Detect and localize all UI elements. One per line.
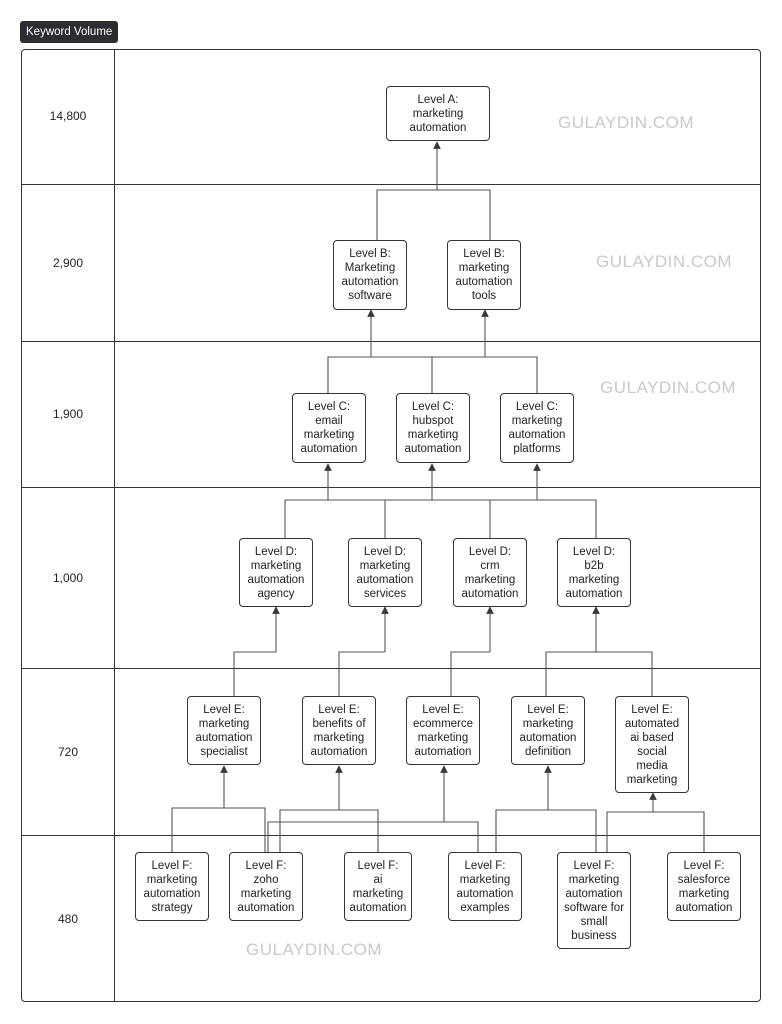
row-divider — [21, 668, 761, 670]
watermark: GULAYDIN.COM — [600, 378, 737, 397]
volume-level-c: 1,900 — [52, 407, 84, 421]
volume-level-a: 14,800 — [49, 109, 87, 123]
watermark: GULAYDIN.COM — [596, 252, 733, 271]
diagram-frame — [21, 49, 761, 1002]
keyword-volume-label: Keyword Volume — [20, 21, 119, 43]
watermark: GULAYDIN.COM — [246, 940, 383, 959]
row-divider — [21, 341, 761, 343]
row-divider — [21, 835, 761, 837]
volume-level-d: 1,000 — [52, 571, 84, 585]
volume-level-f: 480 — [57, 912, 79, 926]
watermark: GULAYDIN.COM — [558, 113, 695, 132]
volume-column-divider — [114, 49, 116, 1002]
row-divider — [21, 184, 761, 186]
row-divider — [21, 487, 761, 489]
volume-level-b: 2,900 — [52, 256, 84, 270]
volume-level-e: 720 — [57, 745, 79, 759]
